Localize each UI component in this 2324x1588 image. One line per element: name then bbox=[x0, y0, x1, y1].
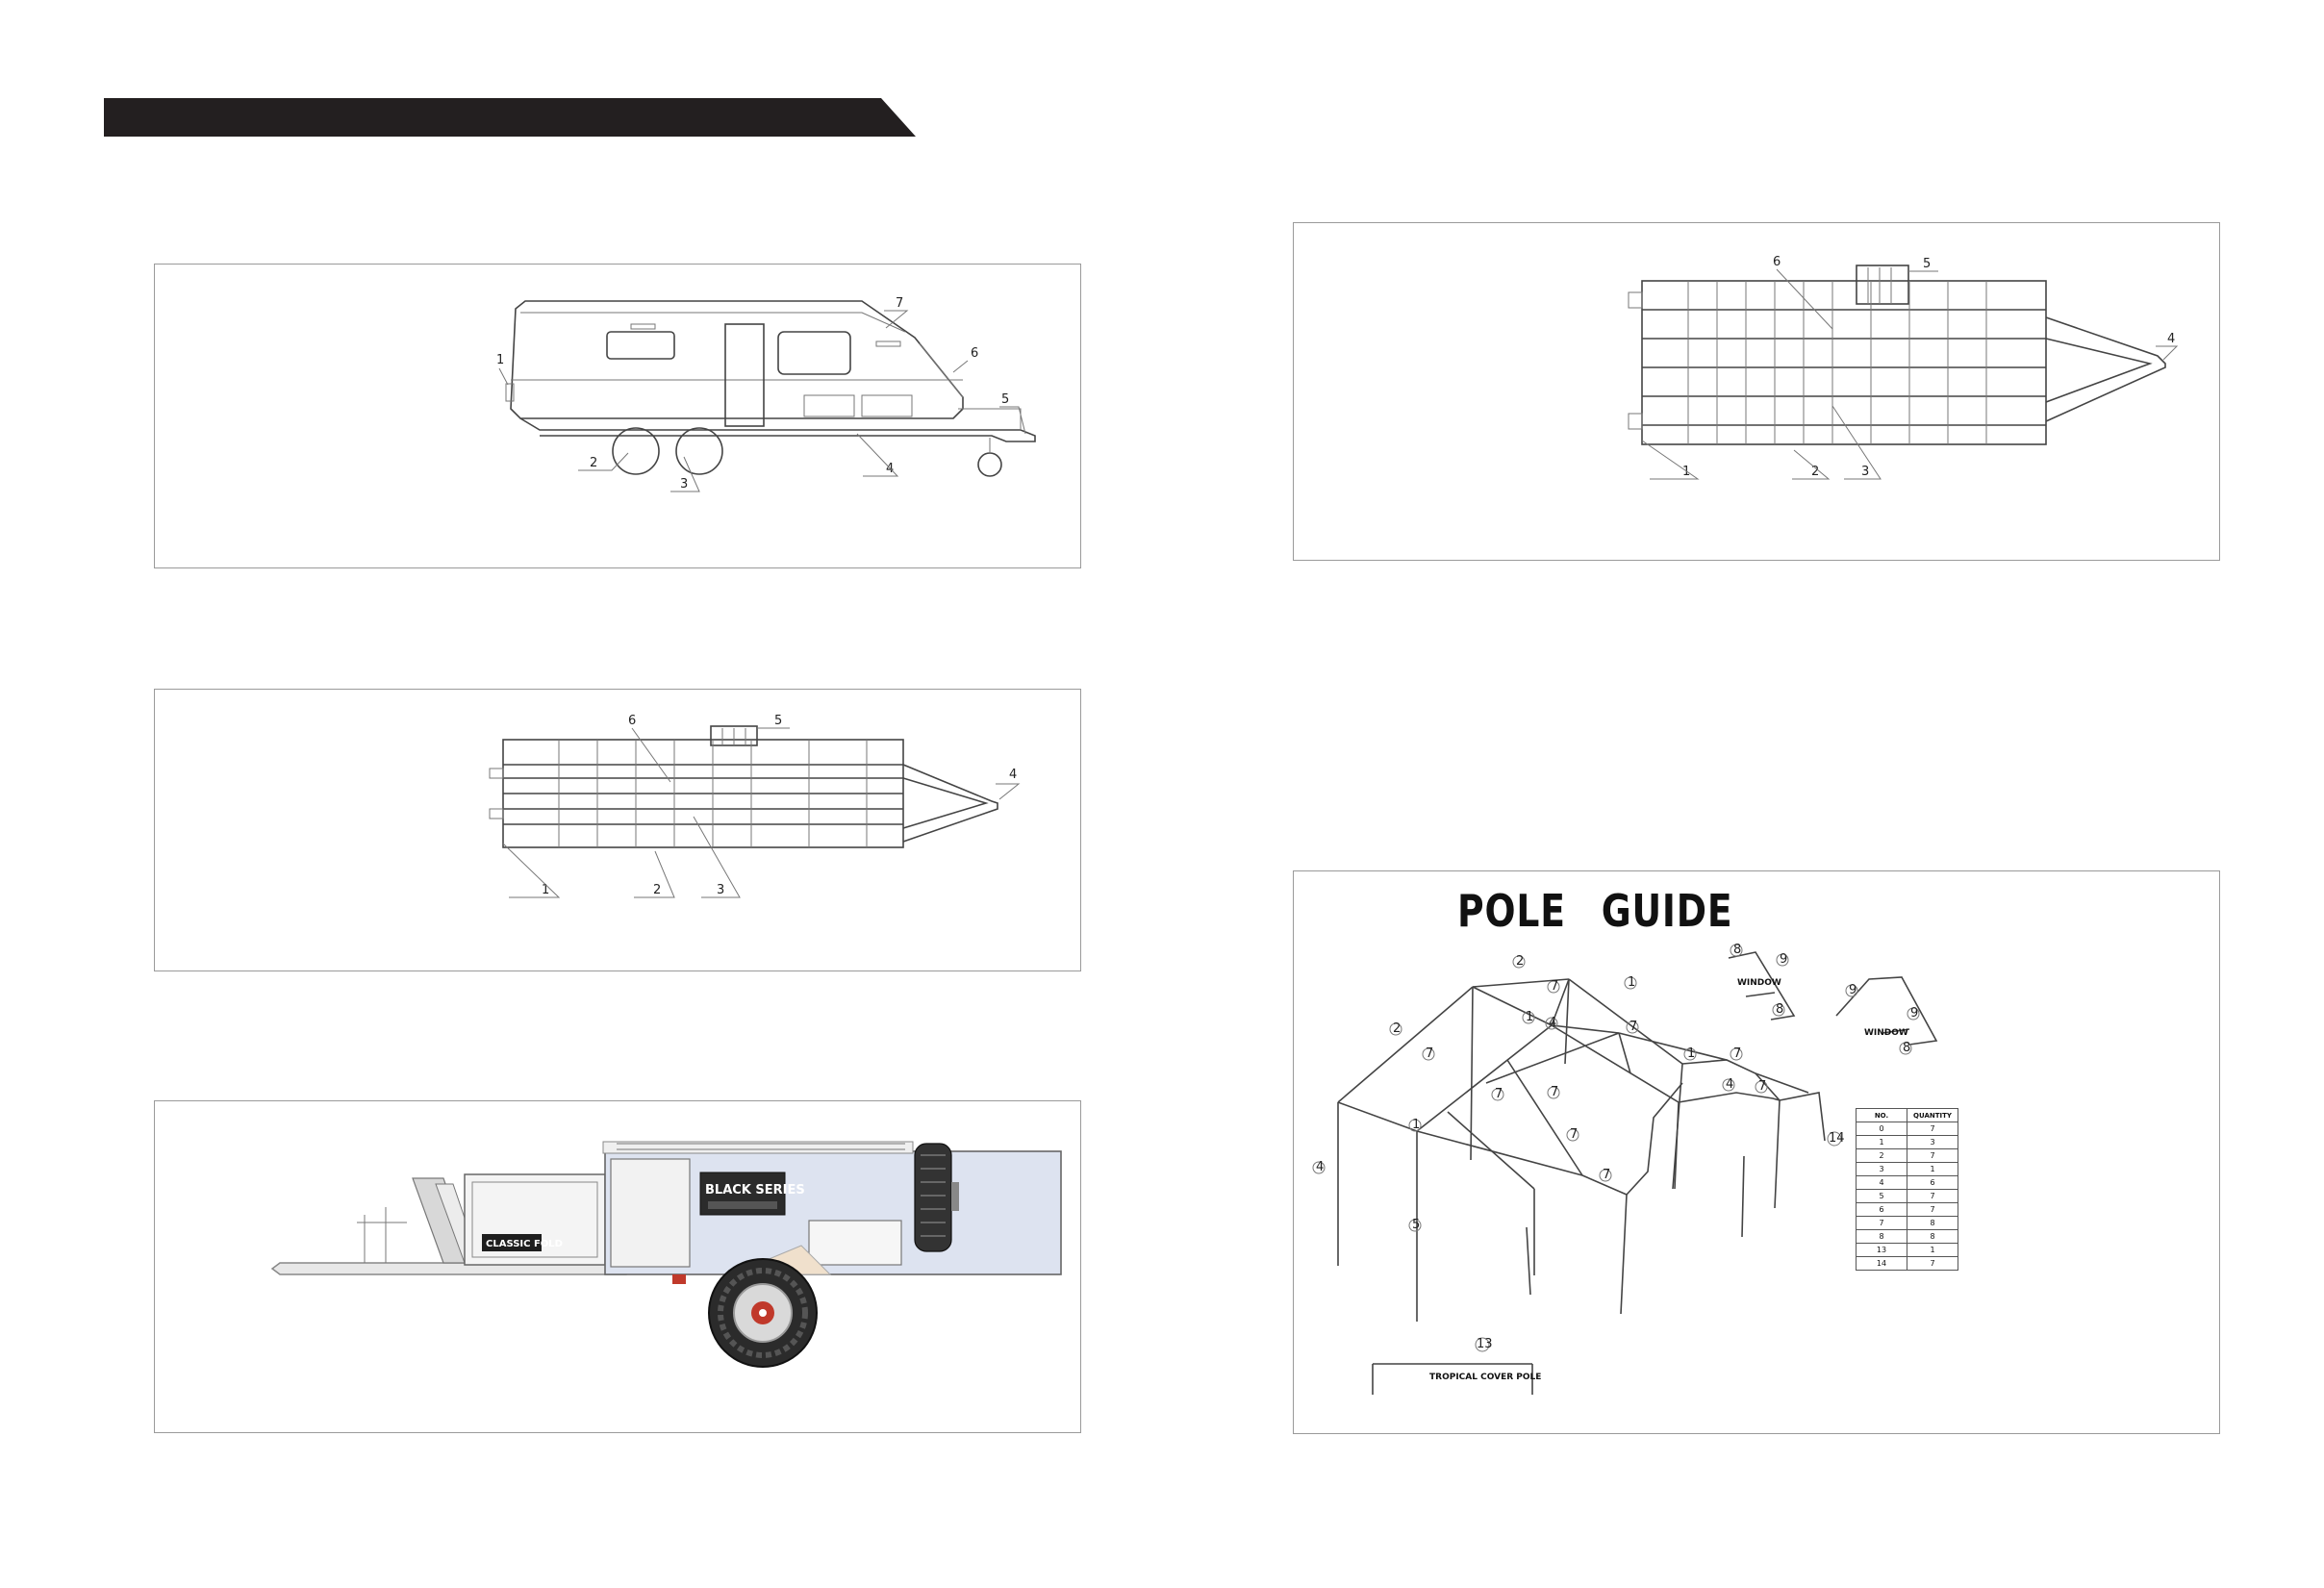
callout-4: 4 bbox=[886, 462, 894, 476]
table-cell: 8 bbox=[1907, 1230, 1958, 1244]
table-cell: 8 bbox=[1857, 1230, 1907, 1244]
table-cell: 7 bbox=[1907, 1122, 1958, 1136]
pole-num-9a: 9 bbox=[1780, 952, 1787, 967]
chassis-drawing: 6 5 4 1 2 3 bbox=[155, 690, 1082, 972]
chassis-callout-4: 4 bbox=[1009, 768, 1017, 782]
table-cell: 13 bbox=[1857, 1244, 1907, 1257]
window-label-2: WINDOW bbox=[1864, 1028, 1908, 1038]
table-cell: 7 bbox=[1907, 1203, 1958, 1217]
callout-2: 2 bbox=[590, 456, 597, 470]
black-series-logo: BLACK SERIES bbox=[705, 1183, 805, 1197]
pole-num-1c: 1 bbox=[1412, 1118, 1420, 1132]
table-cell: 8 bbox=[1907, 1217, 1958, 1230]
table-cell: 14 bbox=[1857, 1257, 1907, 1271]
chassis2-callout-5: 5 bbox=[1923, 257, 1931, 271]
callout-5: 5 bbox=[1001, 392, 1009, 407]
pole-num-5: 5 bbox=[1412, 1218, 1420, 1232]
pole-num-8a: 8 bbox=[1733, 943, 1741, 957]
pole-num-14: 14 bbox=[1829, 1131, 1845, 1146]
pole-num-8c: 8 bbox=[1903, 1041, 1910, 1055]
chassis2-callout-3: 3 bbox=[1861, 465, 1869, 479]
table-cell: 0 bbox=[1857, 1122, 1907, 1136]
trailer-drawing: CLASSIC FOLD BLACK SERIES bbox=[155, 1101, 1082, 1434]
pole-num-7a: 7 bbox=[1551, 979, 1558, 994]
panel-chassis-top: 6 5 4 1 2 3 bbox=[154, 689, 1081, 971]
pole-num-7d: 7 bbox=[1495, 1087, 1503, 1101]
table-cell: 2 bbox=[1857, 1149, 1907, 1163]
table-header-row: NO. QUANTITY bbox=[1857, 1109, 1958, 1122]
pole-num-7e: 7 bbox=[1551, 1085, 1558, 1099]
panel-side-elevation: 1 2 3 4 5 6 7 bbox=[154, 264, 1081, 568]
callout-3: 3 bbox=[680, 477, 688, 492]
pole-num-9c: 9 bbox=[1910, 1006, 1918, 1021]
chassis2-callout-1: 1 bbox=[1682, 465, 1690, 479]
pole-num-7i: 7 bbox=[1758, 1079, 1766, 1094]
chassis-drawing-right: 6 5 4 1 2 3 bbox=[1294, 223, 2221, 562]
chassis-callout-3: 3 bbox=[717, 883, 724, 897]
pole-frame-drawing: 2 7 1 2 7 1 4 7 7 7 1 4 1 7 7 7 5 4 7 14… bbox=[1294, 871, 2221, 1435]
pole-num-1b: 1 bbox=[1526, 1010, 1533, 1024]
table-cell: 7 bbox=[1907, 1190, 1958, 1203]
chassis2-callout-4: 4 bbox=[2167, 332, 2175, 346]
table-cell: 6 bbox=[1857, 1203, 1907, 1217]
table-cell: 1 bbox=[1857, 1136, 1907, 1149]
pole-num-4b: 4 bbox=[1316, 1160, 1324, 1174]
table-cell: 5 bbox=[1857, 1190, 1907, 1203]
table-cell: 1 bbox=[1907, 1244, 1958, 1257]
table-header-quantity: QUANTITY bbox=[1907, 1109, 1958, 1122]
panel-trailer-render: CLASSIC FOLD BLACK SERIES bbox=[154, 1100, 1081, 1433]
table-cell: 7 bbox=[1907, 1257, 1958, 1271]
pole-num-7b: 7 bbox=[1426, 1046, 1433, 1061]
table-cell: 7 bbox=[1857, 1217, 1907, 1230]
pole-num-4c: 4 bbox=[1726, 1077, 1733, 1092]
pole-num-4a: 4 bbox=[1549, 1016, 1556, 1030]
pole-num-7g: 7 bbox=[1570, 1127, 1578, 1142]
chassis-callout-2: 2 bbox=[653, 883, 661, 897]
pole-num-7f: 7 bbox=[1733, 1046, 1741, 1061]
caravan-side-drawing: 1 2 3 4 5 6 7 bbox=[155, 265, 1082, 569]
chassis-callout-5: 5 bbox=[774, 714, 782, 728]
pole-guide-title: POLE GUIDE bbox=[1457, 885, 1733, 937]
pole-num-1d: 1 bbox=[1687, 1046, 1695, 1061]
chassis2-callout-2: 2 bbox=[1811, 465, 1819, 479]
pole-num-2a: 2 bbox=[1516, 954, 1524, 969]
tropical-cover-pole-label: TROPICAL COVER POLE bbox=[1429, 1373, 1541, 1382]
callout-6: 6 bbox=[971, 346, 978, 361]
panel-pole-guide: 2 7 1 2 7 1 4 7 7 7 1 4 1 7 7 7 5 4 7 14… bbox=[1293, 870, 2220, 1434]
table-cell: 4 bbox=[1857, 1176, 1907, 1190]
section-banner bbox=[104, 98, 916, 137]
table-cell: 6 bbox=[1907, 1176, 1958, 1190]
callout-7: 7 bbox=[896, 296, 903, 311]
callout-1: 1 bbox=[496, 353, 504, 367]
table-cell: 1 bbox=[1907, 1163, 1958, 1176]
pole-num-13: 13 bbox=[1477, 1337, 1493, 1351]
table-cell: 7 bbox=[1907, 1149, 1958, 1163]
pole-num-8b: 8 bbox=[1776, 1002, 1783, 1017]
table-cell: 3 bbox=[1907, 1136, 1958, 1149]
pole-num-1a: 1 bbox=[1628, 975, 1635, 990]
panel-chassis-top-right: 6 5 4 1 2 3 bbox=[1293, 222, 2220, 561]
pole-num-2b: 2 bbox=[1393, 1021, 1401, 1036]
window-label-1: WINDOW bbox=[1737, 978, 1781, 988]
pole-num-7h: 7 bbox=[1603, 1168, 1610, 1182]
classic-fold-label: CLASSIC FOLD bbox=[486, 1239, 563, 1249]
chassis2-callout-6: 6 bbox=[1773, 255, 1781, 269]
pole-num-7c: 7 bbox=[1629, 1020, 1637, 1034]
table-cell: 3 bbox=[1857, 1163, 1907, 1176]
table-header-no: NO. bbox=[1857, 1109, 1907, 1122]
pole-num-9b: 9 bbox=[1849, 983, 1857, 997]
chassis-callout-6: 6 bbox=[628, 714, 636, 728]
